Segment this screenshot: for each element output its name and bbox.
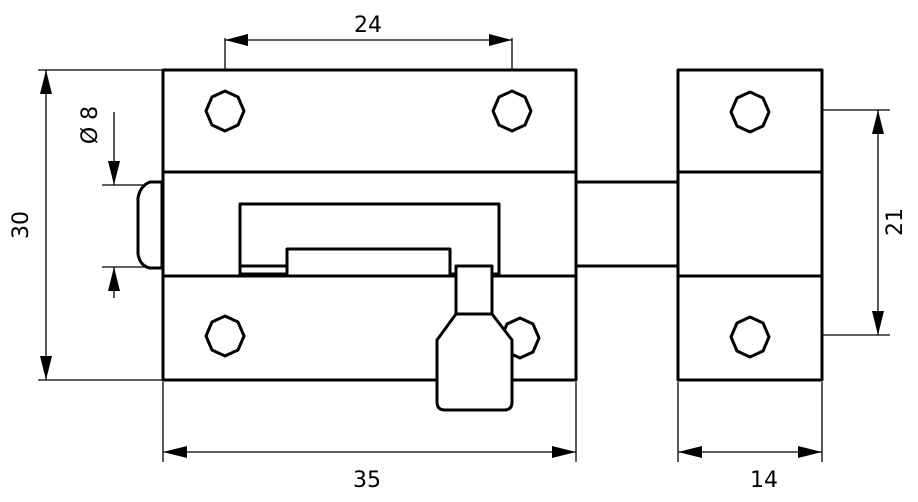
dimension-bolt-diameter: Ø 8 bbox=[78, 106, 120, 298]
dimension-hole-spacing: 24 bbox=[225, 13, 512, 46]
screw-hole-icon bbox=[204, 89, 246, 133]
bolt-slot bbox=[238, 202, 501, 278]
dimension-height: 30 bbox=[9, 70, 52, 380]
dimension-label: 24 bbox=[354, 13, 382, 38]
dimension-label: 35 bbox=[353, 468, 381, 493]
screw-hole-icon bbox=[491, 89, 533, 133]
bolt-rod bbox=[564, 180, 685, 268]
base-plate-holes bbox=[204, 89, 541, 360]
dimension-keeper-width: 14 bbox=[678, 446, 822, 493]
dimension-label: 21 bbox=[883, 208, 908, 236]
dimension-label: Ø 8 bbox=[78, 106, 103, 144]
screw-hole-icon bbox=[204, 314, 246, 358]
dimension-label: 14 bbox=[750, 468, 778, 493]
screw-hole-icon bbox=[729, 315, 771, 359]
bolt-keeper bbox=[676, 68, 824, 382]
bolt-handle bbox=[435, 264, 514, 412]
dimension-keeper-hole-spacing: 21 bbox=[872, 110, 908, 335]
bolt-end-knob bbox=[136, 180, 164, 270]
screw-hole-icon bbox=[729, 90, 771, 134]
dimension-body-length: 35 bbox=[163, 446, 576, 493]
dimension-label: 30 bbox=[9, 211, 34, 239]
